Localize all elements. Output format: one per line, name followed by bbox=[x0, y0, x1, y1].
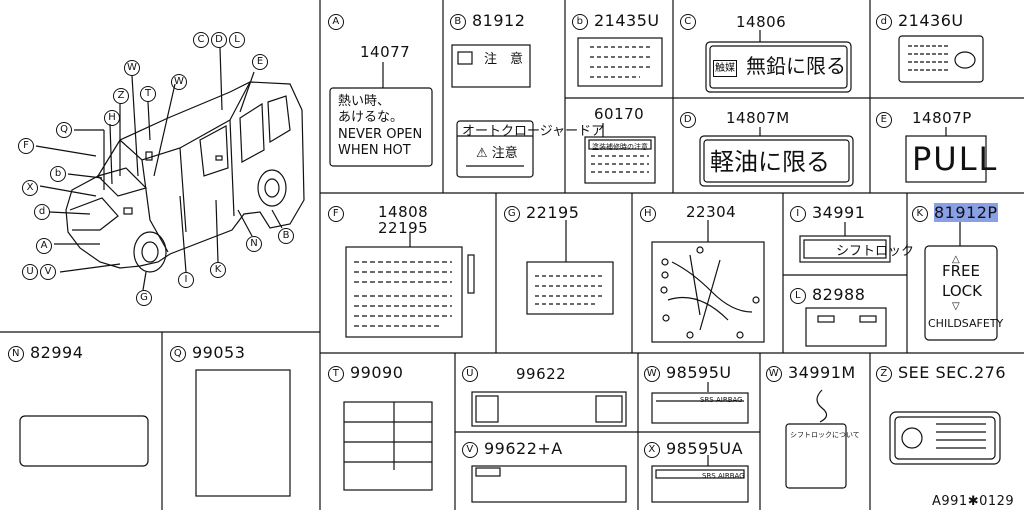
part-14077: 14077 bbox=[360, 43, 411, 61]
label-text: 軽油に限る bbox=[710, 148, 830, 176]
callout-i: I bbox=[178, 272, 194, 288]
triangle-up-icon: △ bbox=[952, 254, 960, 265]
cell-a-letter: A bbox=[328, 12, 350, 30]
label-text: SRS AIRBAG bbox=[702, 472, 745, 480]
label-text: CHILDSAFETY bbox=[928, 317, 1004, 330]
part-14807m: 14807M bbox=[726, 109, 790, 127]
callout-f: F bbox=[18, 138, 34, 154]
cell-h-letter: H bbox=[640, 204, 662, 222]
label-text: 触媒 bbox=[713, 60, 737, 77]
callout-d: D bbox=[211, 32, 227, 48]
callout-g: G bbox=[136, 290, 152, 306]
label-text: NEVER OPEN bbox=[338, 127, 423, 142]
callout-v: V bbox=[40, 264, 56, 280]
callout-h: H bbox=[104, 110, 120, 126]
part-14807p: 14807P bbox=[912, 109, 972, 127]
cell-u-letter: U bbox=[462, 364, 484, 382]
label-text: WHEN HOT bbox=[338, 143, 411, 158]
callout-u: U bbox=[22, 264, 38, 280]
callout-x: X bbox=[22, 180, 38, 196]
label-text: あけるな。 bbox=[338, 110, 404, 125]
label-text: 塗装補修時の注意 bbox=[592, 143, 648, 151]
part-22304: 22304 bbox=[686, 203, 737, 221]
label-text: FREE bbox=[942, 262, 981, 280]
label-text: LOCK bbox=[942, 282, 982, 300]
callout-l: L bbox=[229, 32, 245, 48]
callout-c: C bbox=[193, 32, 209, 48]
callout-e: E bbox=[252, 54, 268, 70]
callout-d-small: d bbox=[34, 204, 50, 220]
callout-n: N bbox=[246, 236, 262, 252]
triangle-down-icon: ▽ bbox=[952, 301, 960, 312]
part-22195: 22195 bbox=[378, 219, 429, 237]
label-text: 注 意 bbox=[484, 52, 524, 67]
callout-k: K bbox=[210, 262, 226, 278]
callout-w2: W bbox=[171, 74, 187, 90]
callout-w: W bbox=[124, 60, 140, 76]
label-text: オートクロージャードア bbox=[462, 124, 605, 139]
label-text: 無鉛に限る bbox=[746, 54, 846, 78]
highlighted-part-number: 81912P bbox=[934, 203, 998, 222]
label-text: シフトロック bbox=[836, 244, 915, 259]
part-14808: 14808 bbox=[378, 203, 429, 221]
label-text: シフトロックについて bbox=[790, 431, 860, 439]
cell-d-letter: D bbox=[680, 110, 702, 128]
part-99622: 99622 bbox=[516, 365, 567, 383]
part-14806: 14806 bbox=[736, 13, 787, 31]
label-text: SRS AIRBAG bbox=[700, 396, 743, 404]
cell-f-letter: F bbox=[328, 204, 350, 222]
label-text: ⚠ 注意 bbox=[476, 146, 518, 161]
callout-a: A bbox=[36, 238, 52, 254]
cell-c-letter: C bbox=[680, 12, 702, 30]
label-text: PULL bbox=[912, 140, 999, 178]
cell-e-letter: E bbox=[876, 110, 898, 128]
label-text: 熱い時、 bbox=[338, 94, 391, 109]
drawing-code: A991✱0129 bbox=[932, 494, 1015, 509]
callout-z: Z bbox=[113, 88, 129, 104]
callout-t: T bbox=[140, 86, 156, 102]
callout-b-small: b bbox=[50, 166, 66, 182]
part-60170: 60170 bbox=[594, 105, 645, 123]
callout-q: Q bbox=[56, 122, 72, 138]
callout-b: B bbox=[278, 228, 294, 244]
